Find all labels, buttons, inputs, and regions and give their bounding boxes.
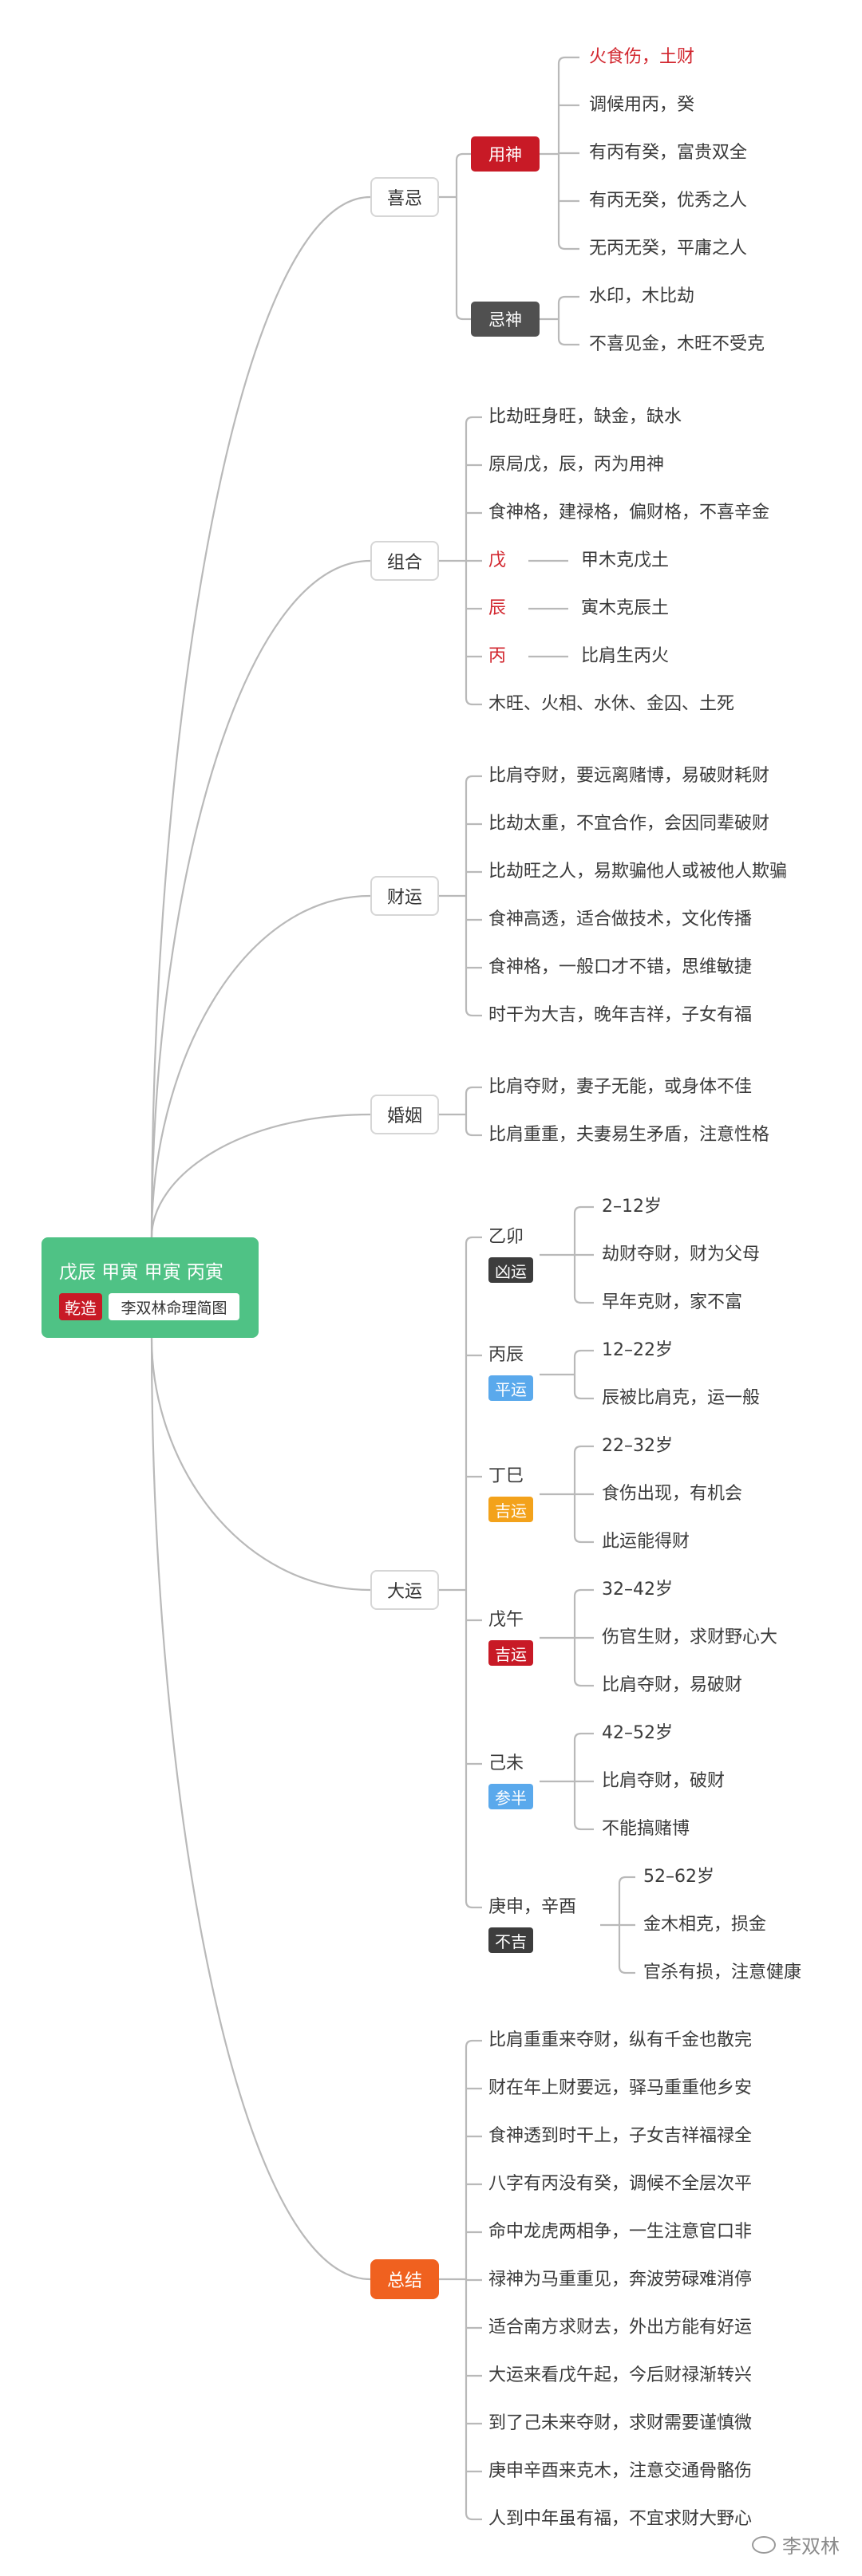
zongjie-item: 庚申辛酉来克木，注意交通骨骼伤 [488, 2461, 753, 2481]
root-tag-author: 李双林命理简图 [109, 1293, 239, 1320]
jishen-item: 不喜见金，木旺不受克 [589, 334, 765, 354]
watermark: 李双林 [752, 2531, 840, 2558]
jishen-pill[interactable]: 忌神 [471, 302, 540, 337]
dayun-item: 金木相克，损金 [643, 1915, 767, 1935]
caiyun-item: 食神高透，适合做技术，文化传播 [488, 909, 753, 929]
dayun-item: 此运能得财 [602, 1532, 690, 1552]
jishen-item: 水印，木比劫 [589, 286, 695, 306]
dayun-item: 早年克财，家不富 [602, 1292, 743, 1312]
hunyin-item: 比肩重重，夫妻易生矛盾，注意性格 [488, 1125, 770, 1145]
root-branch-link [150, 1337, 371, 1592]
branch-zuhe[interactable]: 组合 [370, 541, 439, 581]
dayun-item: 12–22岁 [602, 1340, 673, 1360]
dayun-item: 比肩夺财，破财 [602, 1771, 726, 1791]
bracket-spine [465, 1236, 473, 1909]
yongshen-pill[interactable]: 用神 [471, 136, 540, 172]
branch-caiyun[interactable]: 财运 [370, 876, 439, 916]
zuhe-pair-value: 甲木克戊土 [581, 550, 670, 570]
zuhe-pair-key: 丙 [488, 646, 507, 666]
watermark-text: 李双林 [782, 2535, 840, 2558]
wechat-icon [752, 2535, 776, 2554]
root-branch-link [150, 195, 371, 1238]
zongjie-item: 命中龙虎两相争，一生注意官口非 [488, 2222, 753, 2242]
dayun-item: 52–62岁 [643, 1867, 714, 1887]
dayun-item: 2–12岁 [602, 1197, 662, 1217]
zongjie-item: 适合南方求财去，外出方能有好运 [488, 2318, 753, 2337]
bracket-spine [465, 775, 473, 1017]
zuhe-pair-key: 辰 [488, 598, 507, 618]
branch-dayun[interactable]: 大运 [370, 1570, 439, 1610]
branch-xiji[interactable]: 喜忌 [370, 177, 439, 217]
root-tag-qianzao: 乾造 [59, 1293, 102, 1320]
yongshen-item: 调候用丙，癸 [589, 95, 695, 115]
zuhe-item: 原局戊，辰，丙为用神 [488, 455, 665, 475]
dayun-period-tag: 参半 [488, 1784, 533, 1809]
root-branch-link [150, 559, 371, 1238]
zuhe-pair-value: 比肩生丙火 [581, 646, 670, 666]
caiyun-item: 比肩夺财，要远离赌博，易破财耗财 [488, 766, 770, 786]
root-branch-link [150, 1337, 371, 2281]
dayun-period-name: 戊午 [488, 1610, 524, 1630]
zongjie-item: 财在年上财要远，驿马重重他乡安 [488, 2078, 753, 2098]
zuhe-item: 食神格，建禄格，偏财格，不喜辛金 [488, 503, 770, 523]
dayun-period-name: 乙卯 [488, 1227, 524, 1247]
dayun-item: 辰被比肩克，运一般 [602, 1388, 761, 1408]
bracket-spine [557, 295, 566, 346]
zongjie-item: 人到中年虽有福，不宜求财大野心 [488, 2509, 753, 2529]
branch-hunyin[interactable]: 婚姻 [370, 1095, 439, 1134]
dayun-item: 比肩夺财，易破财 [602, 1675, 743, 1695]
dayun-item: 42–52岁 [602, 1723, 673, 1743]
dayun-period-tag: 凶运 [488, 1257, 533, 1283]
dayun-item: 官杀有损，注意健康 [643, 1963, 802, 1982]
caiyun-item: 时干为大吉，晚年吉祥，子女有福 [488, 1005, 753, 1025]
dayun-period-tag: 吉运 [488, 1640, 533, 1666]
branch-zongjie[interactable]: 总结 [370, 2259, 439, 2299]
dayun-period-tag: 吉运 [488, 1497, 533, 1522]
dayun-item: 劫财夺财，财为父母 [602, 1245, 761, 1264]
yongshen-item: 有丙无癸，优秀之人 [589, 191, 748, 211]
bracket-spine [455, 152, 464, 321]
dayun-period-name: 庚申，辛酉 [488, 1897, 577, 1917]
root-title: 戊辰 甲寅 甲寅 丙寅 [59, 1262, 223, 1283]
zuhe-item: 木旺、火相、水休、金囚、土死 [488, 694, 735, 714]
hunyin-item: 比肩夺财，妻子无能，或身体不佳 [488, 1077, 753, 1097]
zongjie-item: 食神透到时干上，子女吉祥福禄全 [488, 2126, 753, 2146]
dayun-item: 不能搞赌博 [602, 1819, 690, 1839]
root-branch-link [150, 894, 371, 1238]
root-node[interactable]: 戊辰 甲寅 甲寅 丙寅 乾造 李双林命理简图 [42, 1237, 259, 1338]
dayun-period-name: 己未 [488, 1753, 524, 1773]
zongjie-item: 八字有丙没有癸，调候不全层次平 [488, 2174, 753, 2194]
zongjie-item: 禄神为马重重见，奔波劳碌难消停 [488, 2270, 753, 2290]
dayun-item: 食伤出现，有机会 [602, 1484, 743, 1504]
caiyun-item: 食神格，一般口才不错，思维敏捷 [488, 957, 753, 977]
caiyun-item: 比劫旺之人，易欺骗他人或被他人欺骗 [488, 862, 788, 882]
dayun-period-name: 丁巳 [488, 1466, 524, 1486]
zongjie-item: 比肩重重来夺财，纵有千金也散完 [488, 2030, 753, 2050]
caiyun-item: 比劫太重，不宜合作，会因同辈破财 [488, 814, 770, 834]
dayun-item: 伤官生财，求财野心大 [602, 1627, 778, 1647]
root-branch-link [150, 1113, 371, 1238]
dayun-period-tag: 不吉 [488, 1927, 533, 1953]
dayun-period-name: 丙辰 [488, 1345, 524, 1365]
bracket-spine [465, 1086, 473, 1137]
yongshen-item: 火食伤，土财 [589, 47, 695, 67]
zuhe-pair-value: 寅木克辰土 [581, 598, 670, 618]
yongshen-item: 有丙有癸，富贵双全 [589, 143, 748, 163]
bracket-spine [573, 1349, 582, 1400]
dayun-item: 22–32岁 [602, 1436, 673, 1456]
zongjie-item: 大运来看戊午起，今后财禄渐转兴 [488, 2365, 753, 2385]
yongshen-item: 无丙无癸，平庸之人 [589, 239, 748, 258]
dayun-item: 32–42岁 [602, 1580, 673, 1600]
zongjie-item: 到了己未来夺财，求财需要谨慎微 [488, 2413, 753, 2433]
dayun-period-tag: 平运 [488, 1375, 533, 1401]
zuhe-pair-key: 戊 [488, 550, 507, 570]
zuhe-item: 比劫旺身旺，缺金，缺水 [488, 407, 682, 427]
